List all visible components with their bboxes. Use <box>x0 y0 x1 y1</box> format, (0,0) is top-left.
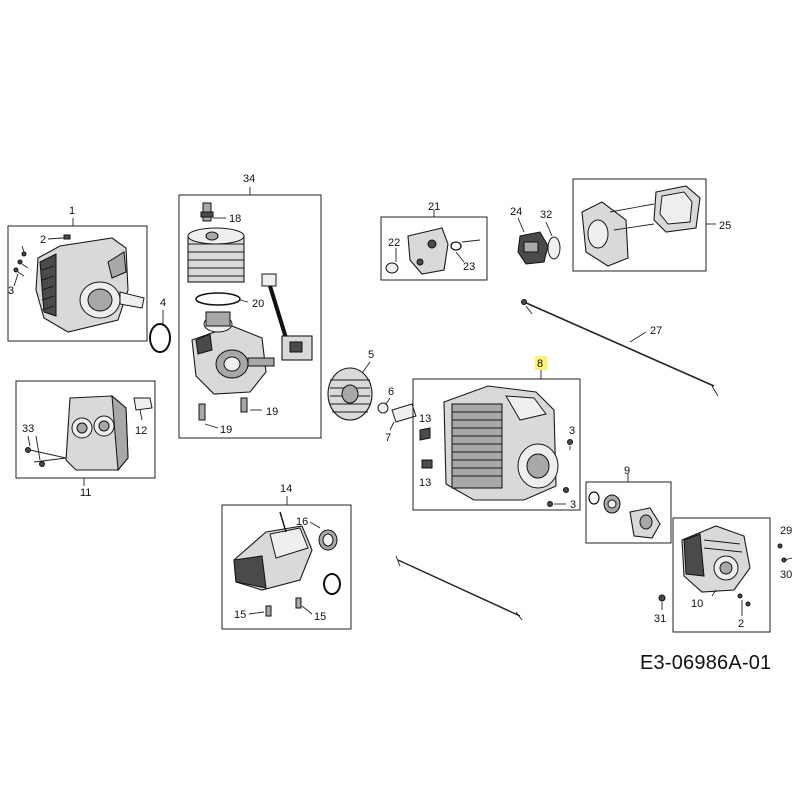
callout-6: 6 <box>388 386 394 398</box>
engine-cover-box <box>7 225 148 342</box>
callout-22: 22 <box>388 237 400 249</box>
callout-10: 10 <box>691 598 703 610</box>
callout-23: 23 <box>463 261 475 273</box>
part-27-cable: 27 <box>521 299 719 397</box>
callout-15b: 15 <box>314 611 326 623</box>
callout-27: 27 <box>650 325 662 337</box>
group-cylinder-crank: 34 18 20 <box>178 173 322 439</box>
group-clutch-housing: 29 30 10 2 31 <box>654 517 792 633</box>
callout-14: 14 <box>280 483 292 495</box>
callout-4: 4 <box>160 297 166 309</box>
callout-19b: 19 <box>266 406 278 418</box>
callout-16: 16 <box>296 516 308 528</box>
callout-34: 34 <box>243 173 255 185</box>
group-fuel-tank: 14 16 15 15 <box>221 483 352 630</box>
callout-33: 33 <box>22 423 34 435</box>
callout-3a: 3 <box>8 285 14 297</box>
callout-12: 12 <box>135 425 147 437</box>
callout-5: 5 <box>368 349 374 361</box>
group-bracket: 21 22 23 <box>380 201 488 281</box>
gasket-20 <box>195 292 241 306</box>
short-block-box <box>412 378 581 511</box>
callout-32: 32 <box>540 209 552 221</box>
group-short-block: 8 13 13 3 3 <box>412 356 581 511</box>
clutch-housing-box <box>672 517 771 633</box>
highlight-marker <box>535 356 547 370</box>
callout-24: 24 <box>510 206 522 218</box>
group-air-filter: 11 12 33 <box>15 380 156 499</box>
parts-6-7: 6 7 <box>377 386 417 444</box>
engine-cover-part <box>35 237 145 333</box>
callout-13a: 13 <box>419 413 431 425</box>
callout-19a: 19 <box>220 424 232 436</box>
callout-13b: 13 <box>419 477 431 489</box>
callout-8: 8 <box>537 358 543 370</box>
bolts-19: 19 19 <box>198 397 278 436</box>
part-5-flywheel: 5 <box>327 349 374 421</box>
clutch-box <box>585 481 672 544</box>
engine-block-part <box>443 385 559 501</box>
callout-7: 7 <box>385 432 391 444</box>
callout-11: 11 <box>80 487 91 499</box>
cylinder-part <box>187 227 245 283</box>
connecting-rod-part <box>261 273 313 361</box>
fuel-tank-box <box>221 504 352 630</box>
air-filter-box <box>15 380 156 479</box>
air-box-box <box>572 178 707 272</box>
loose-rod <box>395 555 523 621</box>
document-code: E3-06986A-01 <box>640 652 772 674</box>
callout-2b: 2 <box>738 618 744 630</box>
callout-2a: 2 <box>40 234 46 246</box>
part-4-ring: 4 <box>149 297 171 353</box>
callout-18: 18 <box>229 213 241 225</box>
group-air-box: 25 <box>572 178 731 272</box>
callout-15a: 15 <box>234 609 246 621</box>
crankcase-part <box>191 311 275 395</box>
callout-9: 9 <box>624 465 630 477</box>
callout-3c: 3 <box>570 499 576 511</box>
callout-30: 30 <box>780 569 792 581</box>
callout-3b: 3 <box>569 425 575 437</box>
part-18-spark-plug: 18 <box>200 202 241 225</box>
group-clutch: 9 <box>585 465 672 544</box>
group-carburetor: 24 32 <box>510 206 561 265</box>
callout-20: 20 <box>252 298 264 310</box>
callout-31: 31 <box>654 613 666 625</box>
group-engine-cover: 1 2 3 <box>7 205 148 342</box>
callout-21: 21 <box>428 201 440 213</box>
callout-29: 29 <box>780 525 792 537</box>
callout-1: 1 <box>69 205 75 217</box>
callout-25: 25 <box>719 220 731 232</box>
cover-screws <box>13 234 71 277</box>
